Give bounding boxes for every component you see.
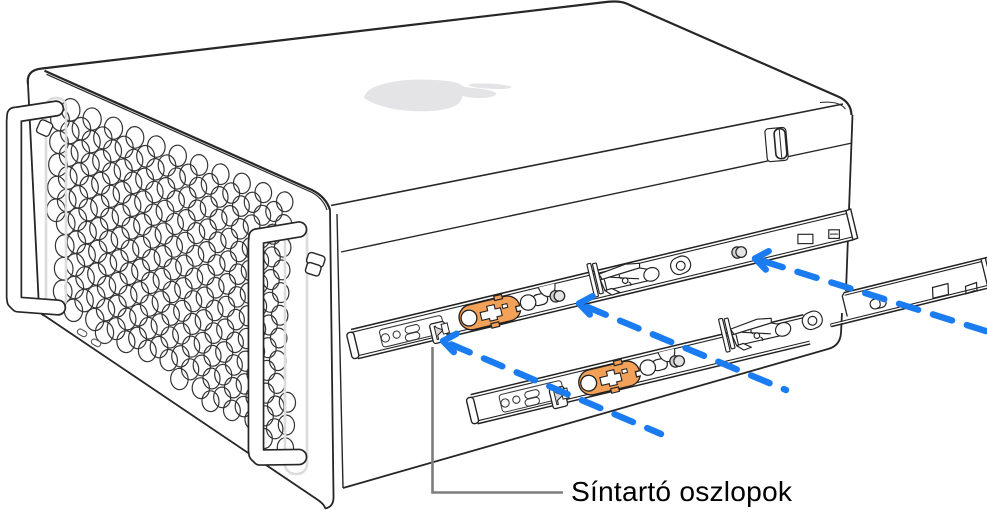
svg-text:Síntartó oszlopok: Síntartó oszlopok (571, 475, 793, 507)
